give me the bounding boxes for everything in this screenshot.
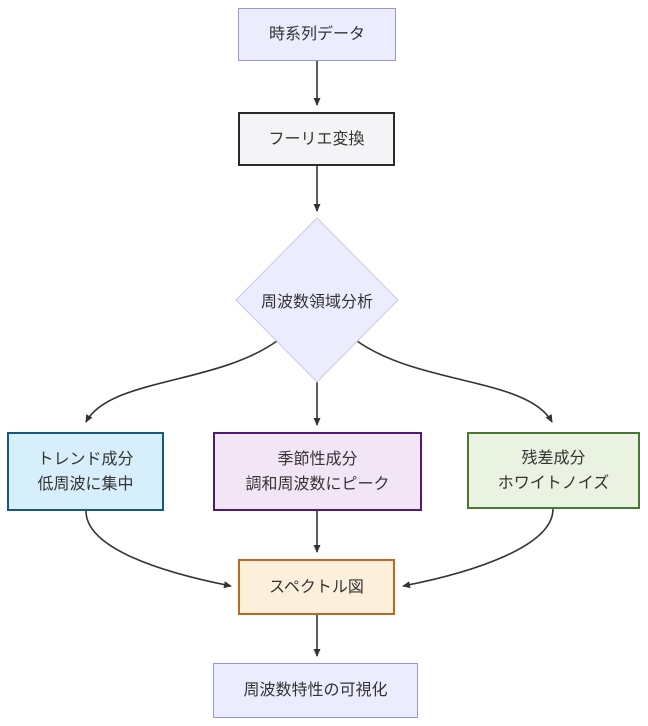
edge-diamond-trend [85,340,278,423]
diamond-label-text: 周波数領域分析 [260,294,373,311]
node-frequency-domain-analysis-label: 周波数領域分析 [236,218,398,382]
node-trend-component: トレンド成分 低周波に集中 [7,432,164,511]
node-trend-line1: トレンド成分 [37,450,134,468]
node-time-series-data-label: 時系列データ [268,26,365,43]
node-residual-line1: 残差成分 [521,449,586,467]
node-trend-line2: 低周波に集中 [37,475,134,493]
node-seasonal-line1: 季節性成分 [277,450,358,468]
edges-group [85,61,554,657]
node-seasonal-line2: 調和周波数にピーク [245,475,390,493]
node-fourier-transform-label: フーリエ変換 [268,130,365,148]
node-seasonal-component: 季節性成分 調和周波数にピーク [213,432,422,511]
edge-trend-spectrum [85,510,232,589]
node-fourier-transform: フーリエ変換 [238,112,395,166]
node-spectrum-plot-label: スペクトル図 [269,578,364,596]
node-time-series-data: 時系列データ [238,8,396,61]
node-residual-component: 残差成分 ホワイトノイズ [467,432,640,509]
node-frequency-domain-analysis-shape [235,217,399,383]
edge-diamond-residual [356,340,553,423]
node-residual-line2: ホワイトノイズ [497,474,610,492]
node-spectrum-plot: スペクトル図 [238,559,395,615]
node-frequency-visualization-label: 周波数特性の可視化 [243,682,388,699]
node-frequency-visualization: 周波数特性の可視化 [213,663,418,718]
edge-residual-spectrum [402,508,554,589]
